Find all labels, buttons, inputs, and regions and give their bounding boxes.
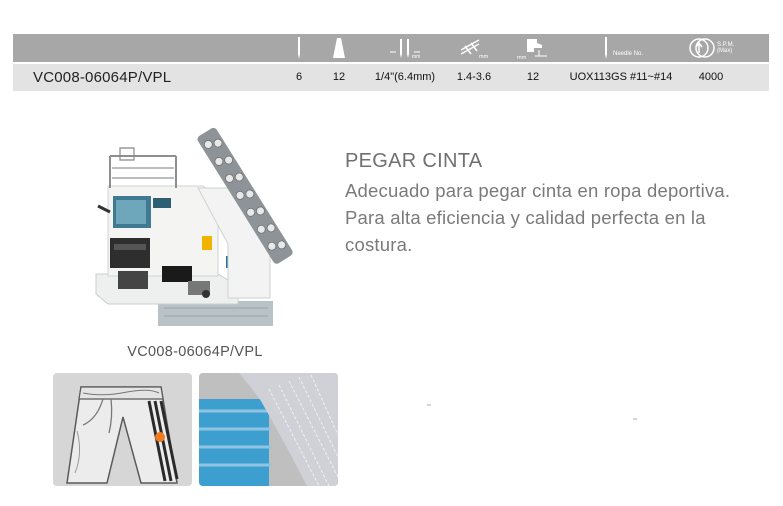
presser-lift-value: 12 [526, 71, 540, 83]
decorative-speck [427, 404, 431, 406]
presser-lift-icon: mm [513, 34, 553, 62]
spec-table-header: mm mm mm Needle No. S.P.M. (Max) [13, 34, 769, 62]
sewing-machine-image [95, 127, 293, 326]
needle-count-icon [289, 34, 309, 62]
description-title: PEGAR CINTA [345, 150, 483, 172]
needle-gauge-value: 1/4"(6.4mm) [374, 71, 436, 83]
needle-system-value: UOX113GS #11~#14 [569, 71, 673, 83]
model-number: VC008-06064P/VPL [33, 69, 172, 86]
thread-cone-icon [327, 34, 351, 62]
speed-value: 4000 [698, 71, 724, 83]
stitch-length-value: 1.4-3.6 [456, 71, 492, 83]
svg-text:mm: mm [412, 54, 420, 59]
spec-table-row: VC008-06064P/VPL 6 12 1/4"(6.4mm) 1.4-3.… [13, 64, 769, 91]
description-text: Adecuado para pegar cinta en ropa deport… [345, 180, 731, 255]
product-caption: VC008-06064P/VPL [127, 344, 263, 360]
pants-sample-image [53, 373, 192, 486]
needle-gauge-icon: mm [385, 34, 425, 62]
tape-fabric-image [199, 373, 338, 486]
stitch-length-icon: mm [455, 34, 495, 62]
threads-value: 12 [332, 71, 346, 83]
decorative-speck [633, 418, 637, 420]
needles-value: 6 [295, 71, 303, 83]
svg-text:mm: mm [479, 54, 489, 60]
speed-icon: S.P.M. (Max) [689, 34, 749, 62]
needle-no-icon: Needle No. [601, 34, 661, 62]
svg-text:mm: mm [517, 55, 527, 60]
